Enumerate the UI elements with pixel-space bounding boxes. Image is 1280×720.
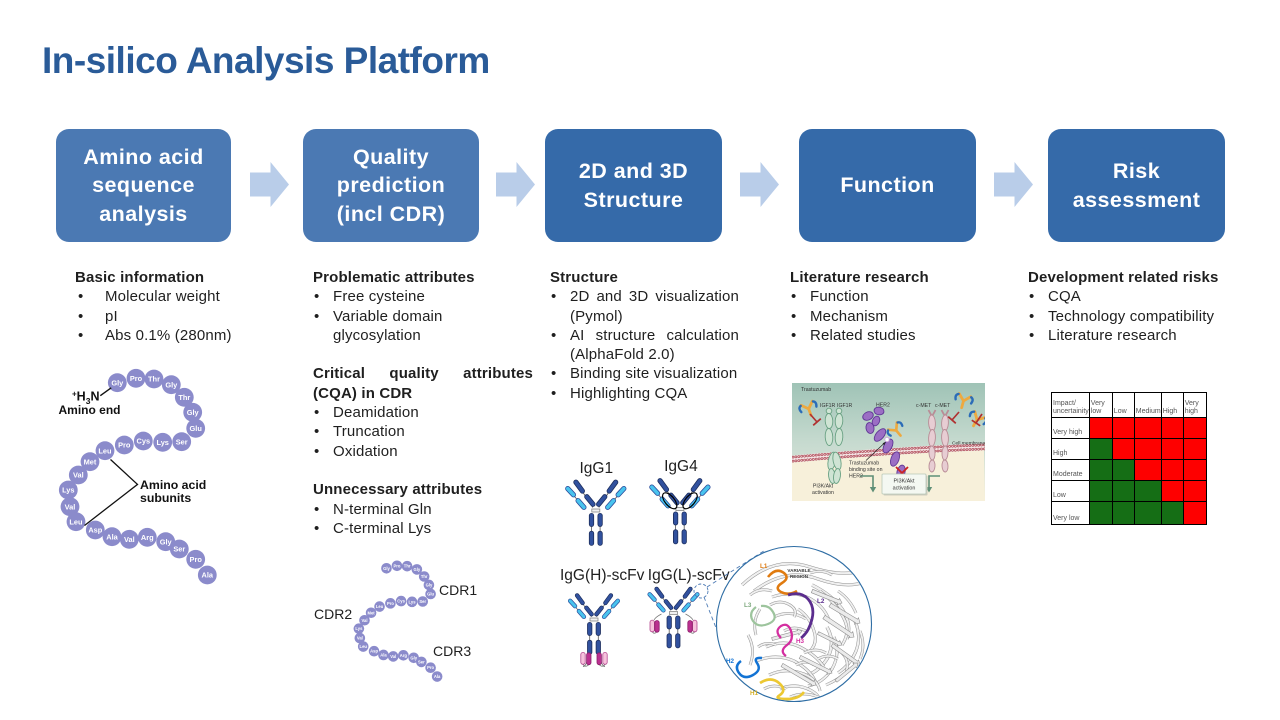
svg-text:Asp: Asp [88, 526, 102, 535]
svg-text:Gly: Gly [160, 537, 173, 546]
svg-text:c-MET: c-MET [916, 403, 932, 409]
svg-text:H1: H1 [750, 690, 759, 697]
svg-text:Pro: Pro [190, 555, 203, 564]
svg-text:Cell membrane: Cell membrane [952, 441, 985, 447]
svg-text:PI3K/Akt: PI3K/Akt [894, 479, 915, 485]
svg-text:L3: L3 [744, 602, 752, 609]
svg-text:Ser: Ser [176, 437, 188, 446]
svg-text:Val: Val [73, 471, 84, 480]
svg-text:Ala: Ala [106, 532, 118, 541]
svg-text:Gly: Gly [165, 380, 178, 389]
svg-text:Amino end: Amino end [59, 403, 121, 417]
svg-text:activation: activation [812, 490, 834, 496]
svg-text:Ser: Ser [173, 545, 185, 554]
svg-text:Glu: Glu [190, 424, 203, 433]
svg-text:IgG(L)-scFv: IgG(L)-scFv [648, 567, 730, 584]
svg-text:Trastuzumab: Trastuzumab [849, 461, 879, 467]
svg-text:⁠+H3N: ⁠+H3N [72, 390, 99, 407]
svg-text:Val: Val [65, 502, 76, 511]
svg-text:H2: H2 [726, 658, 735, 665]
svg-text:Gly: Gly [187, 408, 200, 417]
svg-text:HER2: HER2 [849, 474, 863, 480]
svg-text:Gly: Gly [111, 378, 124, 387]
svg-text:subunits: subunits [140, 491, 191, 505]
svg-text:Lys: Lys [62, 486, 74, 495]
svg-text:Thr: Thr [178, 393, 190, 402]
svg-text:Leu: Leu [98, 446, 112, 455]
svg-text:H3: H3 [796, 638, 805, 645]
svg-text:activation: activation [893, 486, 916, 492]
svg-text:VARIABLE: VARIABLE [787, 568, 810, 573]
svg-text:PI3K/Akt: PI3K/Akt [813, 484, 834, 490]
svg-text:IgG1: IgG1 [579, 460, 613, 477]
svg-text:Leu: Leu [69, 517, 83, 526]
svg-text:Ala: Ala [202, 571, 214, 580]
svg-text:IGF1R: IGF1R [837, 403, 853, 409]
svg-text:Arg: Arg [141, 533, 154, 542]
svg-text:Pro: Pro [118, 441, 131, 450]
svg-text:IGF1R: IGF1R [820, 403, 836, 409]
svg-text:c-MET: c-MET [935, 403, 951, 409]
svg-text:Val: Val [124, 535, 135, 544]
svg-text:Lys: Lys [156, 438, 168, 447]
svg-text:REGION: REGION [790, 574, 809, 579]
svg-text:IgG(H)-scFv: IgG(H)-scFv [560, 567, 645, 584]
svg-text:binding site on: binding site on [849, 467, 883, 473]
svg-text:IgG4: IgG4 [664, 458, 698, 475]
svg-text:Amino acid: Amino acid [140, 478, 206, 492]
svg-text:L1: L1 [760, 563, 768, 570]
svg-text:Trastuzumab: Trastuzumab [801, 387, 831, 393]
svg-text:L2: L2 [817, 598, 825, 605]
svg-text:HER2: HER2 [876, 403, 890, 409]
svg-text:Thr: Thr [148, 375, 160, 384]
svg-text:Pro: Pro [130, 374, 143, 383]
svg-text:Met: Met [84, 457, 97, 466]
svg-text:Cys: Cys [137, 437, 151, 446]
